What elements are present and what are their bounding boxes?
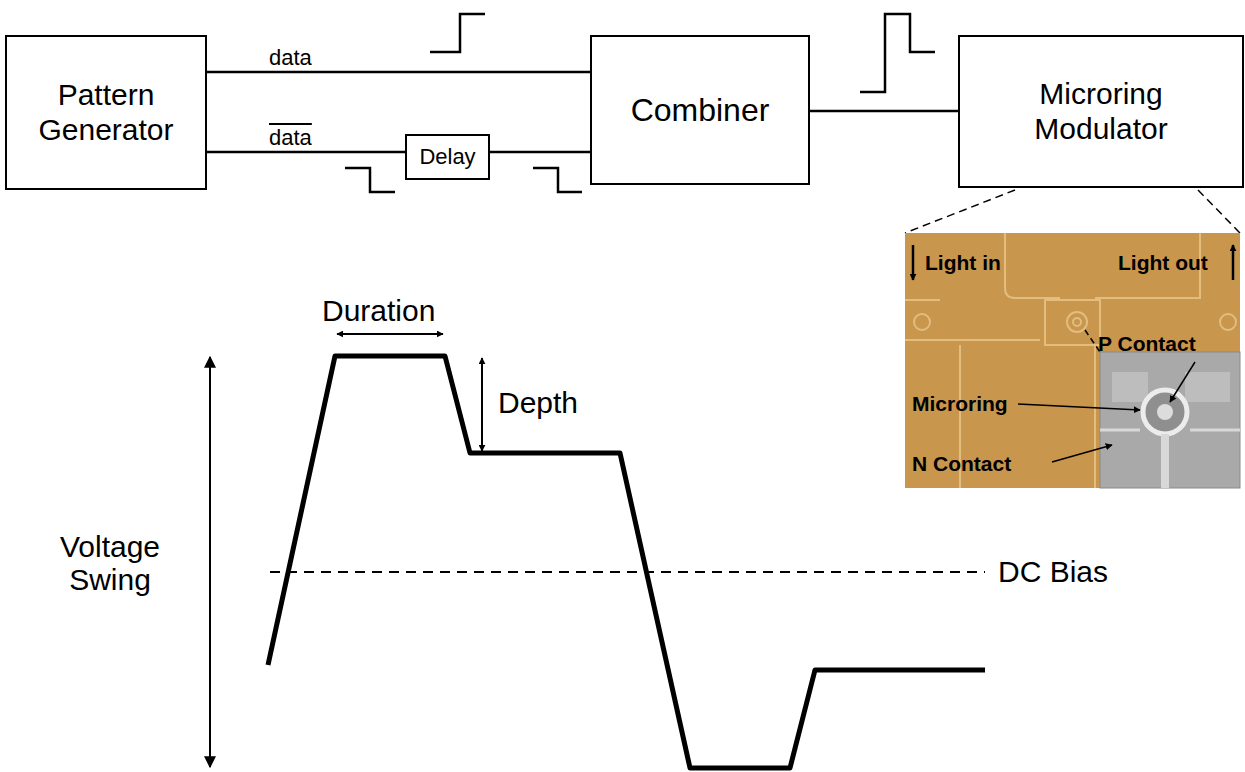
signal-wire [490, 151, 590, 154]
delay-box: Delay [405, 134, 490, 180]
axis-label: Voltage Swing [30, 530, 190, 596]
bias-label: DC Bias [998, 555, 1108, 588]
zoom-lines [905, 190, 1240, 233]
signal-name: data [269, 46, 312, 70]
signal-wire [207, 151, 405, 154]
box-title: Pattern Generator [17, 78, 195, 147]
pulse-step [860, 14, 935, 92]
swing-arrow [209, 357, 211, 767]
chip-photo [905, 233, 1240, 488]
box-title: Combiner [631, 92, 770, 129]
signal-wire [207, 71, 590, 74]
duration-label: Duration [322, 294, 435, 327]
generator-box: Pattern Generator [5, 35, 207, 190]
falling-step [533, 168, 582, 192]
depth-label: Depth [498, 386, 578, 419]
box-title: Microring Modulator [970, 77, 1232, 146]
modulator-box: Microring Modulator [958, 35, 1244, 188]
signal-icons [345, 14, 935, 192]
box-title: Delay [419, 144, 475, 169]
rising-step [430, 14, 485, 52]
signal-wire [810, 110, 958, 113]
photo-label: N Contact [912, 452, 1011, 475]
depth-arrow [481, 358, 483, 451]
signal-name: data [269, 126, 312, 150]
photo-label: Light out [1118, 251, 1208, 274]
photo-label: Microring [912, 392, 1008, 415]
photo-label: Light in [925, 251, 1001, 274]
waveform [268, 356, 985, 768]
duration-arrow [337, 333, 443, 335]
drive-waveform [210, 334, 985, 768]
dc-bias-line [270, 571, 985, 573]
combiner-box: Combiner [590, 35, 810, 185]
photo-label: P Contact [1098, 332, 1196, 355]
falling-step [345, 168, 395, 192]
